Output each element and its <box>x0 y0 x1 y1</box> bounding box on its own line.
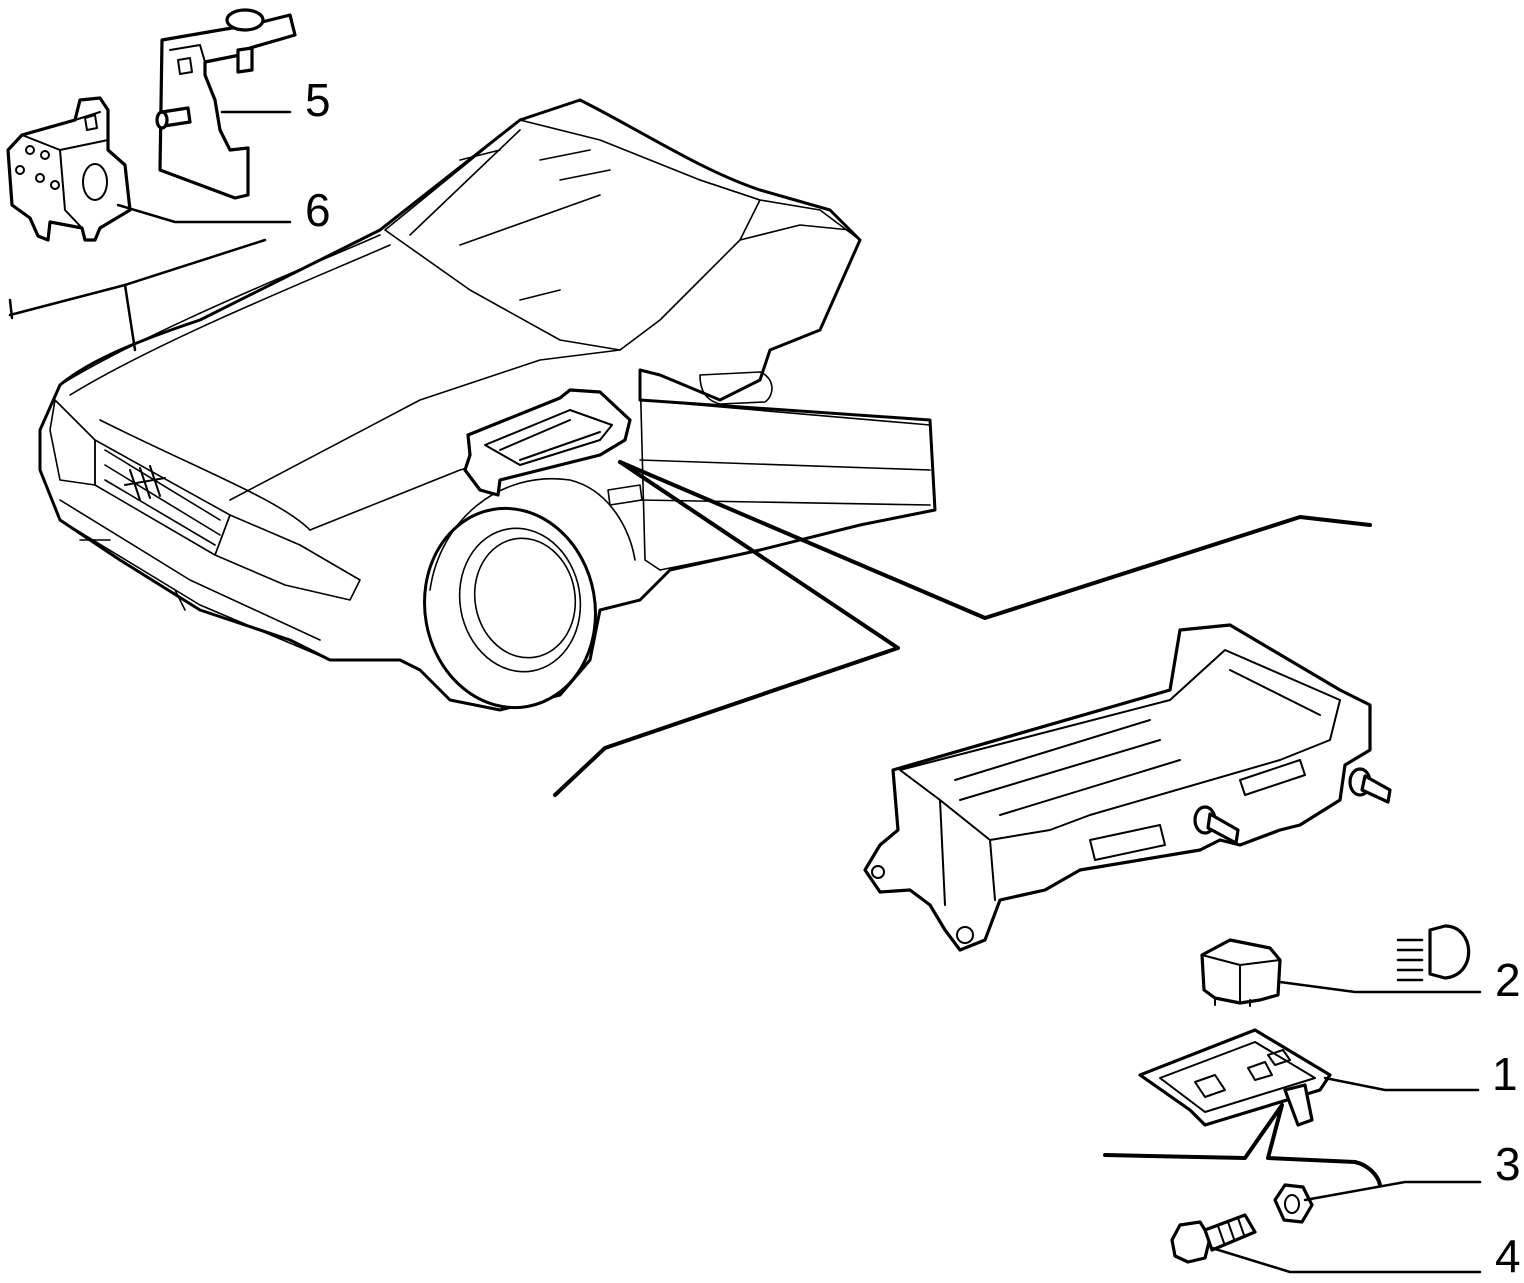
leader-6 <box>116 203 292 224</box>
frame-stud-center <box>1193 805 1240 845</box>
front-bumper <box>39 469 401 661</box>
callout-1: 1 <box>1492 1048 1518 1100</box>
leader-bracket-to-frame-lower <box>553 460 900 797</box>
part-5-stud <box>155 106 192 130</box>
car-body-outline <box>38 98 937 712</box>
callout-5: 5 <box>305 74 331 126</box>
frame-stud-right <box>1348 767 1392 804</box>
part-1-base-plate <box>1138 1028 1332 1127</box>
side-mirror <box>699 371 773 405</box>
leader-1 <box>1323 1076 1480 1092</box>
front-wheel <box>423 506 597 710</box>
part-5-bracket <box>155 8 297 200</box>
headlight <box>214 514 361 601</box>
part-2-relay <box>1200 938 1282 1007</box>
callout-3: 3 <box>1495 1138 1521 1190</box>
part-4-bolt <box>1170 1213 1257 1264</box>
leader-plate-wiring <box>1103 1103 1382 1187</box>
leader-2 <box>1278 980 1482 994</box>
brand-emblem-icon <box>124 465 166 501</box>
relay-mounting-frame <box>863 623 1392 952</box>
callout-2: 2 <box>1495 954 1521 1006</box>
part-6-relay-holder <box>6 96 132 242</box>
windshield <box>384 119 761 351</box>
callout-4: 4 <box>1495 1230 1521 1278</box>
callout-6: 6 <box>305 184 331 236</box>
mounting-bracket-on-car <box>463 388 632 497</box>
leader-4 <box>1210 1246 1482 1274</box>
leader-bracket-to-frame <box>618 460 1372 620</box>
headlamp-symbol-icon <box>1396 924 1471 982</box>
car-illustration <box>8 98 937 712</box>
leader-3 <box>1303 1180 1482 1202</box>
part-3-nut <box>1273 1183 1314 1224</box>
